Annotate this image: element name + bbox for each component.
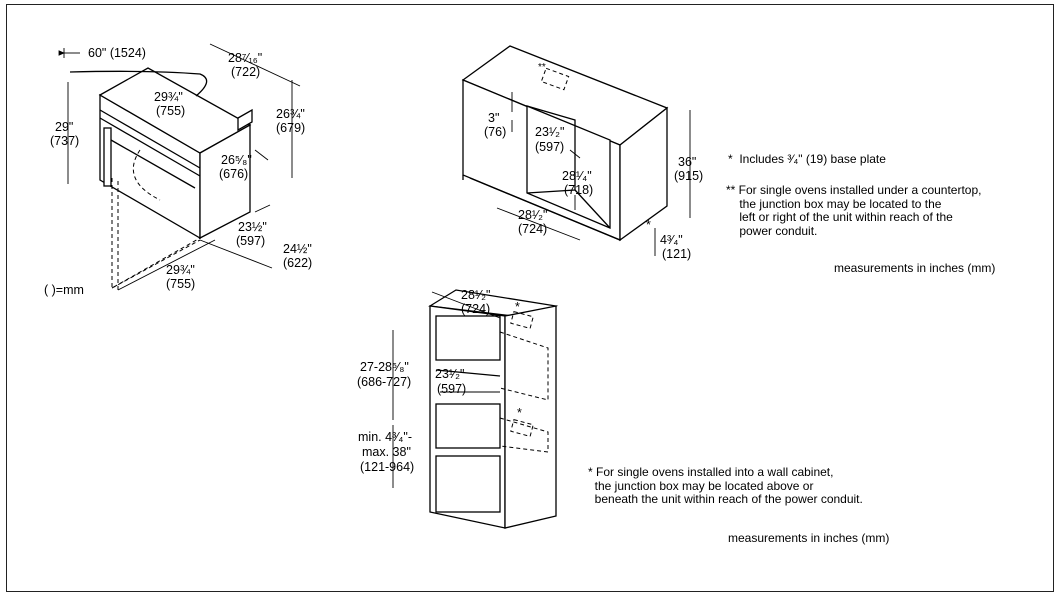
note-wall-junction: * For single ovens installed into a wall… — [588, 465, 863, 506]
power-cord — [69, 70, 208, 97]
height-mm-label: (737) — [50, 134, 80, 148]
side-depth-label: 26¾" — [276, 107, 305, 121]
bottom-width-mm-label: (755) — [166, 277, 196, 291]
wall-inner-width-label: 23¹⁄₂" — [435, 367, 465, 381]
wall-width-mm-label: (724) — [461, 302, 491, 316]
bottom-min-label: min. 4³⁄₄"- — [358, 430, 412, 444]
depth-24-mm-label: (622) — [283, 256, 313, 270]
front-width-label: 28¹⁄₂" — [518, 208, 548, 222]
top-gap-mm-label: (76) — [484, 125, 507, 139]
junction-box-bottom — [510, 419, 534, 437]
cutout-height-mm-label: (686-727) — [357, 375, 412, 389]
wall-width-label: 28¹⁄₂" — [461, 288, 491, 302]
height-label: 29" — [55, 120, 74, 134]
junction-box — [540, 67, 570, 91]
oven-drawing — [58, 43, 301, 291]
countertop-cabinet-drawing — [461, 45, 691, 256]
measurements-note-top: measurements in inches (mm) — [834, 261, 996, 275]
junction-marker: ** — [538, 62, 546, 73]
front-width-mm-label: (724) — [518, 222, 548, 236]
base-height-mm-label: (121) — [662, 247, 692, 261]
depth-23-label: 23½" — [238, 220, 267, 234]
top-gap-label: 3" — [488, 111, 500, 125]
cutout-depth-mm-label: (718) — [564, 183, 594, 197]
inner-depth-label: 26⁵⁄₈" — [221, 153, 252, 167]
base-height-label: 4³⁄₄" — [660, 233, 683, 247]
cabinet-height-label: 36" — [678, 155, 697, 169]
depth-24-label: 24½" — [283, 242, 312, 256]
junction-box-top — [510, 311, 534, 329]
top-width-mm-label: (722) — [231, 65, 261, 79]
note-base-plate: * Includes ³⁄₄" (19) base plate — [728, 152, 886, 166]
inner-width-label: 29¾" — [154, 90, 183, 104]
oven-side-face — [199, 123, 251, 240]
inner-width-mm-label: (755) — [156, 104, 186, 118]
bottom-mm-label: (121-964) — [360, 460, 415, 474]
cutout-width-label: 23¹⁄₂" — [535, 125, 565, 139]
measurements-note-bottom: measurements in inches (mm) — [728, 531, 890, 545]
drawing-frame — [6, 4, 1054, 592]
mm-legend: ( )=mm — [44, 283, 84, 297]
cord-length-label: 60" (1524) — [88, 46, 146, 60]
wall-side — [504, 305, 557, 529]
base-marker: * — [646, 218, 651, 232]
cutout-width-mm-label: (597) — [535, 140, 565, 154]
note-countertop-junction: ** For single ovens installed under a co… — [726, 183, 982, 238]
cutout-height-label: 27-28⁵⁄₈" — [360, 360, 409, 374]
marker-mid: * — [517, 406, 522, 420]
inner-depth-mm-label: (676) — [219, 167, 249, 181]
cabinet-height-mm-label: (915) — [674, 169, 704, 183]
depth-23-mm-label: (597) — [236, 234, 266, 248]
top-width-label: 28⁷⁄₁₆" — [228, 51, 263, 65]
bottom-width-label: 29¾" — [166, 263, 195, 277]
marker-top: * — [515, 300, 520, 314]
cutout-depth-label: 28¹⁄₄" — [562, 169, 592, 183]
wall-cabinet-drawing — [392, 289, 559, 529]
side-depth-mm-label: (679) — [276, 121, 306, 135]
counter-side — [619, 106, 668, 242]
bottom-max-label: max. 38" — [362, 445, 411, 459]
wall-inner-width-mm-label: (597) — [437, 382, 467, 396]
